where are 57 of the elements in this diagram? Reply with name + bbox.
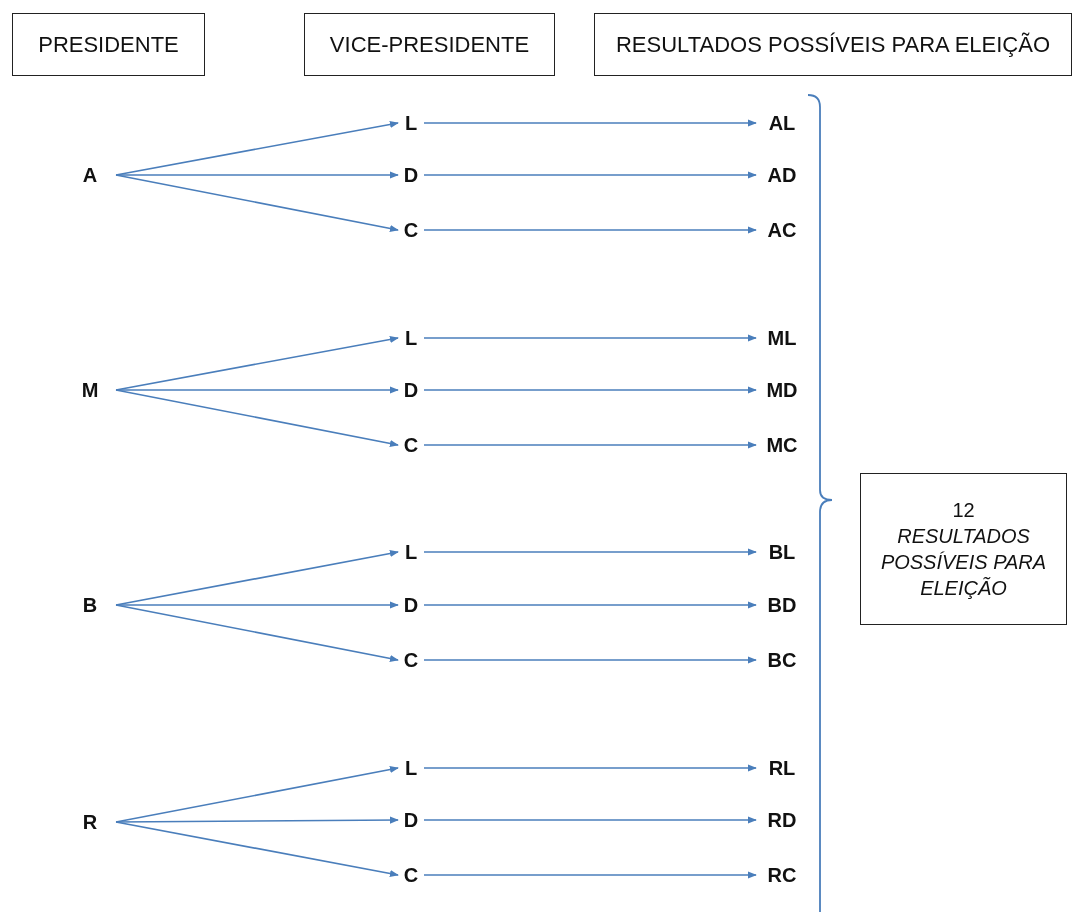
president-label: A	[82, 163, 98, 187]
outcome-label: RC	[767, 863, 797, 887]
arrow	[423, 171, 757, 179]
president-label: M	[81, 378, 99, 402]
vice-label: D	[403, 163, 419, 187]
outcome-label: AD	[767, 163, 797, 187]
vice-label: L	[404, 326, 418, 350]
vice-label: D	[403, 378, 419, 402]
vice-label: C	[403, 863, 419, 887]
outcome-label: AC	[767, 218, 797, 242]
arrow	[423, 334, 757, 342]
vice-label: L	[404, 756, 418, 780]
arrow	[115, 171, 399, 179]
arrow	[423, 226, 757, 234]
outcome-label: AL	[768, 111, 796, 135]
vice-label: L	[404, 540, 418, 564]
arrow	[423, 441, 757, 449]
president-label: R	[82, 810, 98, 834]
vice-label: D	[403, 593, 419, 617]
column-header: RESULTADOS POSSÍVEIS PARA ELEIÇÃO	[616, 31, 1050, 58]
vice-label: L	[404, 111, 418, 135]
arrow	[423, 816, 757, 824]
outcome-label: MD	[766, 378, 798, 402]
vice-label: C	[403, 648, 419, 672]
arrow	[115, 816, 399, 824]
arrow	[423, 386, 757, 394]
vice-label: D	[403, 808, 419, 832]
header-box	[304, 13, 555, 76]
vice-label: C	[403, 433, 419, 457]
vice-label: C	[403, 218, 419, 242]
outcome-label: BL	[768, 540, 796, 564]
total-box	[860, 473, 1067, 625]
column-header: PRESIDENTE	[38, 31, 179, 58]
arrow	[115, 601, 399, 609]
arrow	[115, 604, 399, 662]
header-box	[594, 13, 1072, 76]
header-box	[12, 13, 205, 76]
outcome-label: RD	[767, 808, 797, 832]
total-count: 12	[952, 498, 975, 523]
column-header: VICE-PRESIDENTE	[329, 31, 530, 58]
arrow	[115, 386, 399, 394]
outcome-label: RL	[768, 756, 796, 780]
arrow	[423, 871, 757, 879]
arrow	[423, 601, 757, 609]
arrow	[115, 821, 399, 878]
arrow	[423, 548, 757, 556]
arrow	[423, 119, 757, 127]
president-label: B	[82, 593, 98, 617]
arrow	[423, 656, 757, 664]
outcome-label: MC	[766, 433, 798, 457]
total-caption: RESULTADOS POSSÍVEIS PARA ELEIÇÃO	[879, 524, 1048, 601]
outcome-label: BC	[767, 648, 797, 672]
arrow	[115, 174, 399, 232]
outcome-label: BD	[767, 593, 797, 617]
outcome-label: ML	[767, 326, 797, 350]
arrow	[115, 389, 399, 447]
arrow	[423, 764, 757, 772]
